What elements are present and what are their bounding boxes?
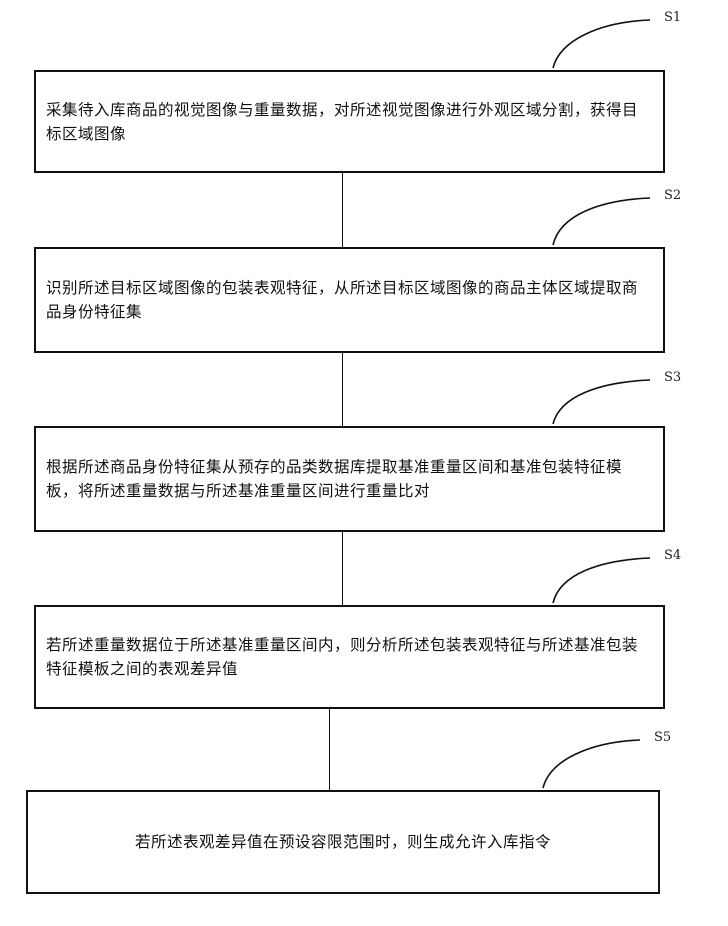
step-text-s5: 若所述表观差异值在预设容限范围时，则生成允许入库指令 <box>135 830 551 854</box>
leader-line-s2 <box>553 198 650 245</box>
step-label-s4: S4 <box>664 548 681 563</box>
connector-s4-s5 <box>329 709 330 790</box>
step-label-s1: S1 <box>664 10 681 25</box>
leader-line-s3 <box>553 380 650 424</box>
step-text-s4: 若所述重量数据位于所述基准重量区间内，则分析所述包装表观特征与所述基准包装特征模… <box>46 633 653 681</box>
step-box-s1: 采集待入库商品的视觉图像与重量数据，对所述视觉图像进行外观区域分割，获得目标区域… <box>34 70 665 173</box>
step-box-s2: 识别所述目标区域图像的包装表观特征，从所述目标区域图像的商品主体区域提取商品身份… <box>34 247 665 353</box>
connector-s1-s2 <box>342 173 343 247</box>
connector-s3-s4 <box>342 532 343 605</box>
step-box-s3: 根据所述商品身份特征集从预存的品类数据库提取基准重量区间和基准包装特征模板，将所… <box>34 426 665 532</box>
leader-line-s5 <box>543 740 640 788</box>
step-text-s1: 采集待入库商品的视觉图像与重量数据，对所述视觉图像进行外观区域分割，获得目标区域… <box>46 98 653 146</box>
leader-line-s1 <box>553 20 650 68</box>
step-label-s5: S5 <box>654 730 671 745</box>
step-box-s4: 若所述重量数据位于所述基准重量区间内，则分析所述包装表观特征与所述基准包装特征模… <box>34 605 665 709</box>
step-text-s3: 根据所述商品身份特征集从预存的品类数据库提取基准重量区间和基准包装特征模板，将所… <box>46 455 653 503</box>
step-box-s5: 若所述表观差异值在预设容限范围时，则生成允许入库指令 <box>26 790 660 894</box>
step-text-s2: 识别所述目标区域图像的包装表观特征，从所述目标区域图像的商品主体区域提取商品身份… <box>46 276 653 324</box>
step-label-s3: S3 <box>664 370 681 385</box>
connector-s2-s3 <box>342 353 343 426</box>
step-label-s2: S2 <box>664 188 681 203</box>
leader-line-s4 <box>553 558 650 603</box>
